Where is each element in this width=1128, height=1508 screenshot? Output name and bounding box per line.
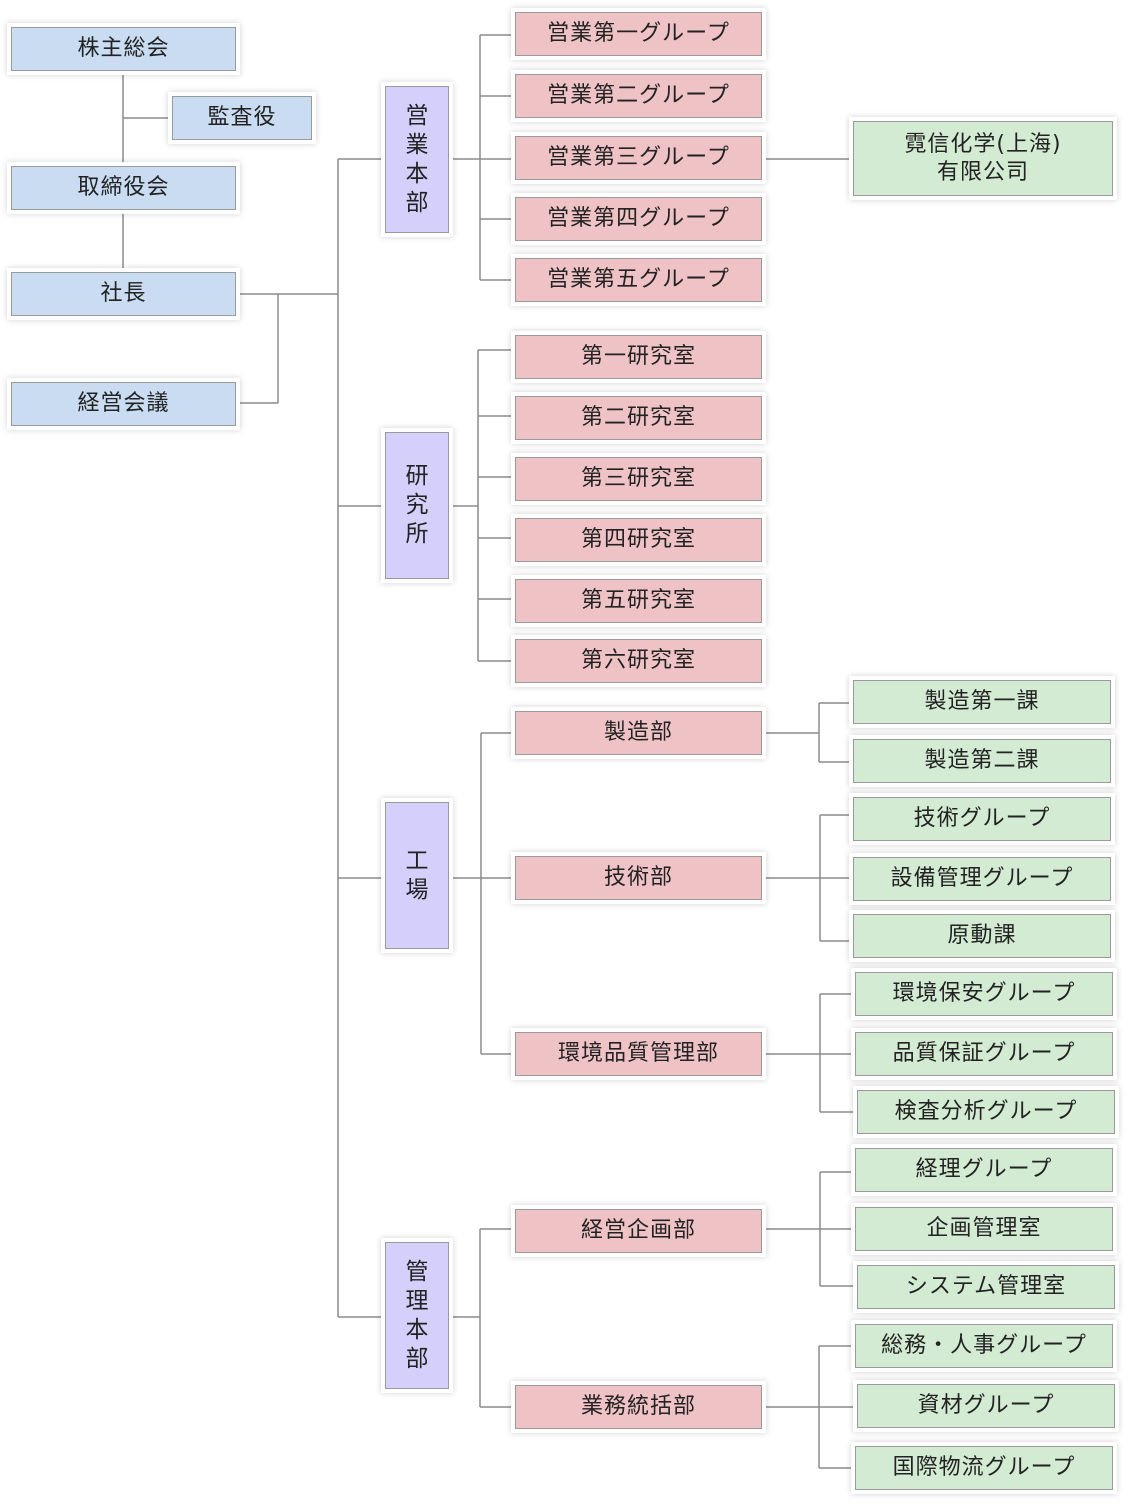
materials-group-box: 資材グループ [857, 1384, 1115, 1428]
sales-group-1-box: 営業第一グループ [515, 12, 762, 56]
sales-group-2-box: 営業第二グループ [515, 74, 762, 118]
technical-dept-box: 技術部 [515, 856, 762, 900]
research-institute-char: 研究所 [405, 463, 429, 547]
mfg-section-1-box: 製造第一課 [853, 680, 1111, 724]
planning-dept-box: 経営企画部 [515, 1209, 762, 1253]
sales-group-3-box: 営業第三グループ [515, 136, 762, 180]
lab-2-box: 第二研究室 [515, 396, 762, 440]
logistics-group-box: 国際物流グループ [855, 1446, 1113, 1490]
admin-hq-box: 管理本部 [385, 1242, 449, 1389]
shanghai-line-1: 霓信化学(上海) [904, 131, 1062, 157]
lab-3-box: 第三研究室 [515, 457, 762, 501]
lab-1-box: 第一研究室 [515, 335, 762, 379]
lab-5-box: 第五研究室 [515, 579, 762, 623]
factory-box: 工場 [385, 802, 449, 949]
shanghai-subsidiary-box: 霓信化学(上海) 有限公司 [853, 121, 1113, 196]
mfg-section-2-box: 製造第二課 [853, 739, 1111, 783]
power-section-box: 原動課 [853, 914, 1111, 958]
planning-office-box: 企画管理室 [855, 1207, 1113, 1251]
inspection-group-box: 検査分析グループ [857, 1090, 1115, 1134]
qa-group-box: 品質保証グループ [855, 1032, 1113, 1076]
lab-6-box: 第六研究室 [515, 639, 762, 683]
sales-hq-char: 営業本部 [405, 102, 429, 216]
auditor-box: 監査役 [172, 96, 312, 140]
lab-4-box: 第四研究室 [515, 518, 762, 562]
env-safety-group-box: 環境保安グループ [855, 972, 1113, 1016]
operations-dept-box: 業務統括部 [515, 1385, 762, 1429]
env-quality-dept-box: 環境品質管理部 [515, 1032, 762, 1076]
factory-char: 工場 [405, 847, 429, 903]
board-of-directors-box: 取締役会 [11, 166, 236, 210]
accounting-group-box: 経理グループ [855, 1148, 1113, 1192]
sales-hq-box: 営業本部 [385, 86, 449, 233]
tech-group-box: 技術グループ [853, 797, 1111, 841]
president-box: 社長 [11, 272, 236, 316]
shanghai-line-2: 有限公司 [936, 159, 1029, 185]
equipment-group-box: 設備管理グループ [853, 857, 1111, 901]
system-office-box: システム管理室 [857, 1265, 1115, 1309]
sales-group-5-box: 営業第五グループ [515, 258, 762, 302]
ga-hr-group-box: 総務・人事グループ [855, 1324, 1113, 1368]
sales-group-4-box: 営業第四グループ [515, 197, 762, 241]
research-institute-box: 研究所 [385, 432, 449, 579]
admin-hq-char: 管理本部 [405, 1258, 429, 1372]
shareholders-meeting-box: 株主総会 [11, 27, 236, 71]
manufacturing-dept-box: 製造部 [515, 711, 762, 755]
management-meeting-box: 経営会議 [11, 382, 236, 426]
